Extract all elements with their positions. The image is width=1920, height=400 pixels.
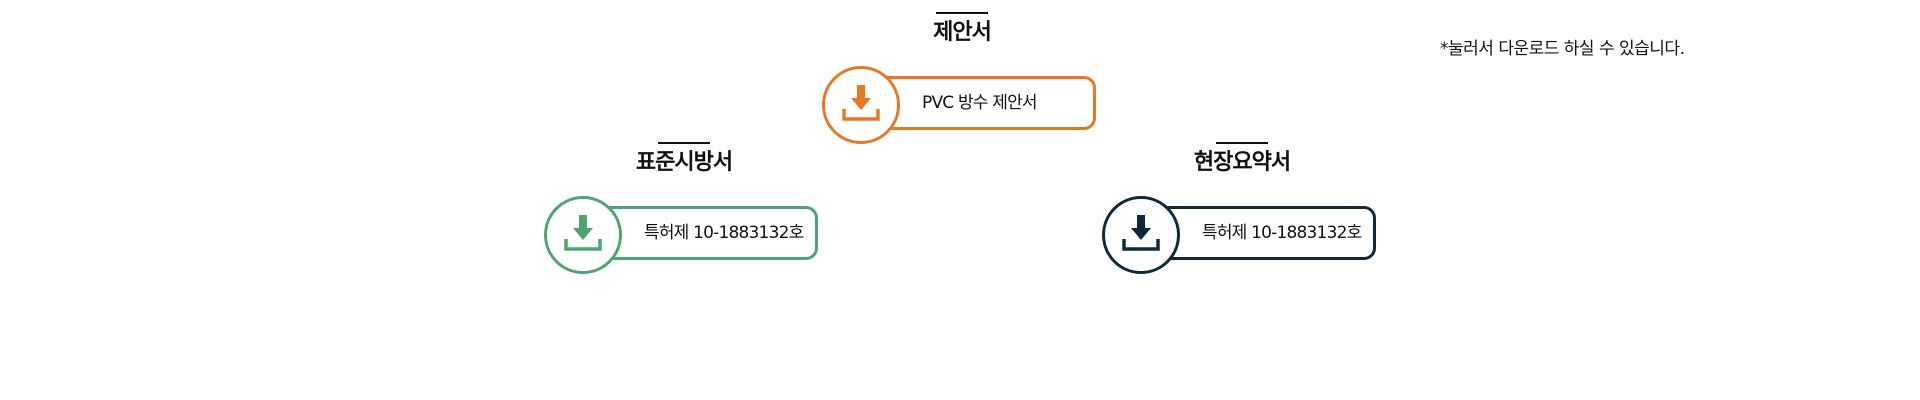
- download-icon: [1122, 215, 1160, 251]
- download-icon-circle: [544, 196, 622, 274]
- download-button-site-summary[interactable]: 특허제 10-1883132호: [1102, 196, 1382, 276]
- download-icon-circle: [822, 66, 900, 144]
- section-title: 현장요약서: [1193, 150, 1291, 175]
- title-divider: [936, 12, 988, 14]
- download-button-frame: [582, 206, 818, 260]
- section-title: 제안서: [933, 20, 992, 45]
- title-divider: [658, 142, 710, 144]
- section-header: 현장요약서: [1102, 142, 1382, 176]
- section-header: 표준시방서: [544, 142, 824, 176]
- download-button-label: 특허제 10-1883132호: [644, 223, 804, 243]
- download-button-standard-spec[interactable]: 특허제 10-1883132호: [544, 196, 824, 276]
- download-note: *눌러서 다운로드 하실 수 있습니다.: [1440, 39, 1685, 59]
- download-button-label: PVC 방수 제안서: [922, 93, 1038, 113]
- download-button-label: 특허제 10-1883132호: [1202, 223, 1362, 243]
- section-header: 제안서: [822, 12, 1102, 46]
- section-title: 표준시방서: [635, 150, 733, 175]
- download-icon-circle: [1102, 196, 1180, 274]
- title-divider: [1216, 142, 1268, 144]
- download-icon: [564, 215, 602, 251]
- download-icon: [842, 85, 880, 121]
- download-button-frame: [1140, 206, 1376, 260]
- download-button-proposal[interactable]: PVC 방수 제안서: [822, 66, 1102, 146]
